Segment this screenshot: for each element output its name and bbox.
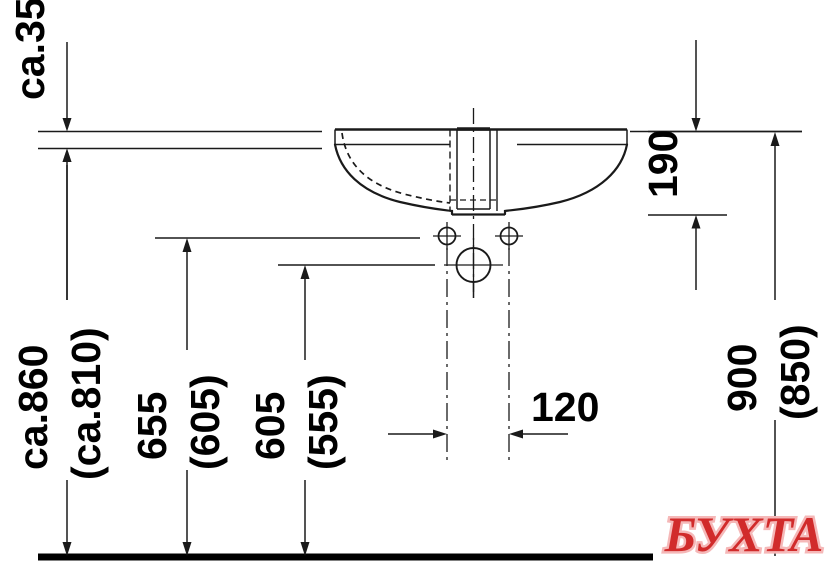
dimension-605-line	[278, 264, 435, 556]
dimension-655-line	[155, 237, 420, 556]
dimension-label-850-alt: (850)	[772, 324, 818, 420]
watermark-buhta: БУХТА БУХТА	[661, 504, 826, 565]
dimension-label-120: 120	[531, 384, 599, 430]
hole-centerlines	[446, 248, 510, 460]
dimension-label-605-alt: (605)	[182, 374, 228, 470]
watermark-fill: БУХТА	[664, 506, 824, 562]
mounting-hole-right	[495, 222, 523, 250]
dimension-label-900: 900	[719, 344, 765, 412]
dimension-190-line	[648, 40, 802, 290]
dimension-label-ca35: ca.35	[7, 0, 53, 100]
dimension-label-ca860: ca.860	[10, 345, 56, 470]
dimension-label-605: 605	[247, 392, 293, 460]
dimension-label-555-alt: (555)	[300, 374, 346, 470]
dimension-120-line	[388, 429, 568, 439]
dimension-label-190: 190	[640, 130, 686, 198]
dimension-label-655: 655	[129, 392, 175, 460]
dimension-900-line	[770, 132, 780, 556]
mounting-hole-left	[433, 222, 461, 250]
countertop-lines	[38, 130, 802, 150]
dimension-ca860-line	[62, 148, 72, 556]
dimension-label-ca810: (ca.810)	[63, 327, 109, 480]
watermark-outline: БУХТА	[664, 506, 824, 562]
washbasin-cross-section	[333, 127, 629, 216]
